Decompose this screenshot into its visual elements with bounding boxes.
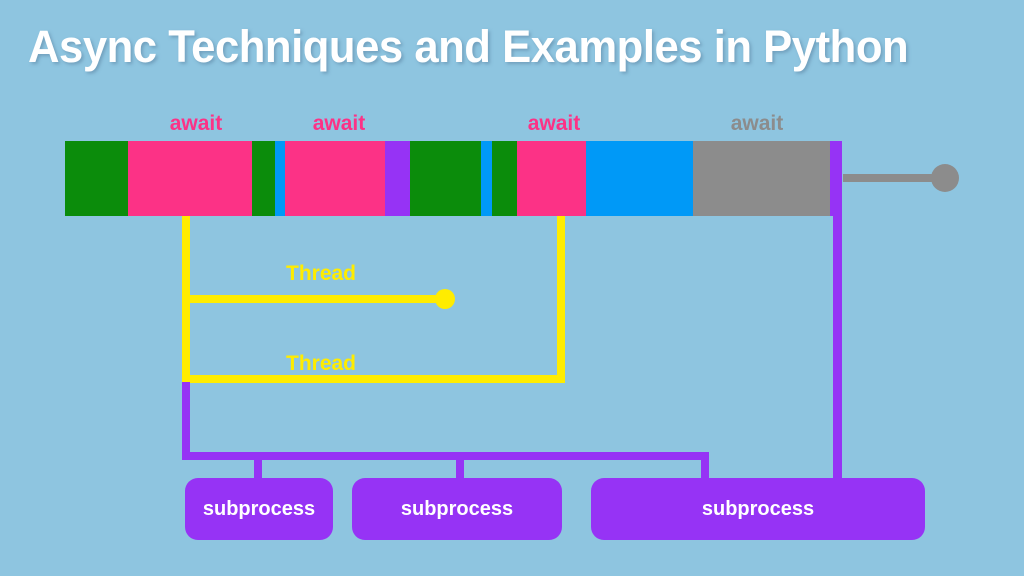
timeline-segment-cpu-work <box>252 141 275 216</box>
await-label-4: await <box>730 112 784 135</box>
thread-2-return <box>557 216 565 383</box>
subprocess-box-label: subprocess <box>701 497 815 520</box>
timeline-segment-io <box>481 141 492 216</box>
thread-label-2: Thread <box>285 352 357 375</box>
timeline-segment-cpu-work <box>410 141 481 216</box>
subprocess-bus <box>182 452 709 460</box>
subprocess-1-stub <box>254 452 262 482</box>
timeline-segment-await <box>517 141 586 216</box>
subprocess-box-label: subprocess <box>202 497 316 520</box>
await-label-3: await <box>527 112 581 135</box>
thread-1-branch <box>182 295 445 303</box>
thread-2-branch <box>182 375 565 383</box>
timeline-segment-cpu-work <box>492 141 517 216</box>
subprocess-trunk <box>182 382 190 460</box>
thread-label-1: Thread <box>285 262 357 285</box>
timeline-segment-io <box>586 141 693 216</box>
blocked-tail-line <box>843 174 933 182</box>
await-label-1: await <box>169 112 223 135</box>
subprocess-box-label: subprocess <box>400 497 514 520</box>
thread-1-end-dot <box>435 289 455 309</box>
timeline-segment-await <box>285 141 385 216</box>
timeline-segment-await <box>128 141 252 216</box>
subprocess-box-3[interactable]: subprocess <box>591 478 925 540</box>
subprocess-direct <box>833 216 842 482</box>
timeline-segment-cpu-work <box>65 141 128 216</box>
timeline-segment-subprocess-wait <box>385 141 410 216</box>
page-title: Async Techniques and Examples in Python <box>28 21 909 72</box>
blocked-tail-dot <box>931 164 959 192</box>
subprocess-3-stub <box>701 452 709 482</box>
timeline-segment-subprocess-wait <box>830 141 842 216</box>
subprocess-2-stub <box>456 452 464 482</box>
subprocess-box-2[interactable]: subprocess <box>352 478 562 540</box>
timeline-segment-blocked <box>693 141 830 216</box>
subprocess-box-1[interactable]: subprocess <box>185 478 333 540</box>
timeline-segment-io <box>275 141 285 216</box>
await-label-2: await <box>312 112 366 135</box>
